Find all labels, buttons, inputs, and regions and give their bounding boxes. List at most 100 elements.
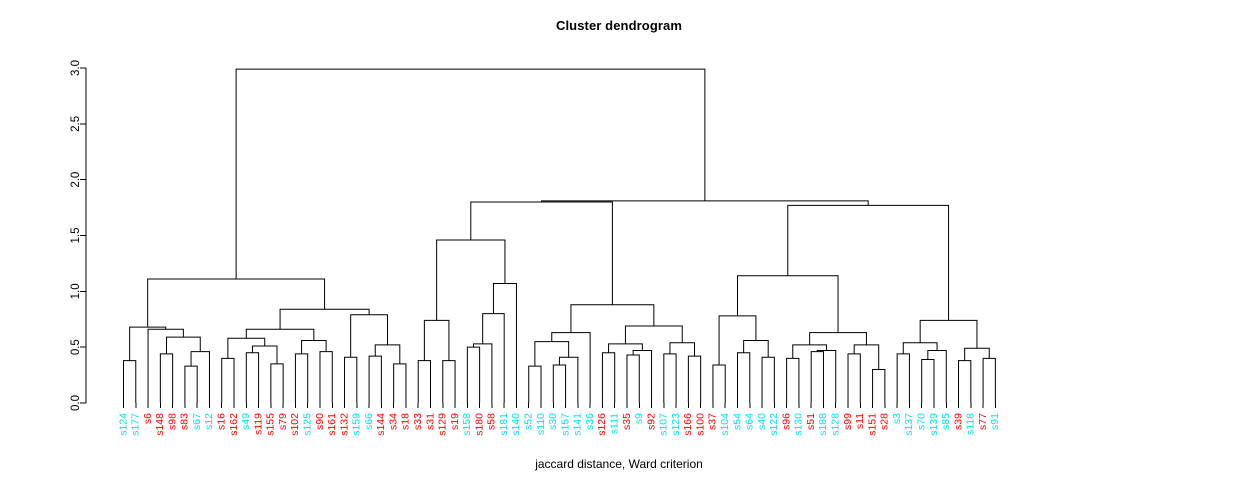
leaf-label: s70 — [915, 413, 927, 430]
dendrogram-branch — [816, 350, 837, 403]
dendrogram-branch — [534, 341, 570, 367]
dendrogram-branch — [558, 356, 579, 403]
dendrogram-branch — [251, 345, 278, 364]
leaf-label: s139 — [928, 413, 940, 436]
leaf-label: s35 — [621, 413, 633, 430]
leaf-label: s19 — [449, 413, 461, 430]
dendrogram-branch — [423, 319, 450, 361]
leaf-label: s177 — [130, 413, 142, 436]
leaf-label: s151 — [866, 413, 878, 436]
dendrogram-branch — [853, 344, 880, 370]
leaf-label: s90 — [314, 413, 326, 430]
leaf-label: s118 — [965, 413, 977, 435]
leaf-label: s148 — [154, 413, 166, 436]
dendrogram-branch — [810, 351, 824, 403]
dendrogram-branch — [442, 360, 456, 403]
leaf-label: s11 — [854, 413, 866, 429]
leaf-label: s58 — [486, 413, 498, 430]
leaf-label: s130 — [793, 413, 805, 436]
dendrogram-branch — [919, 319, 978, 349]
leaf-label: s100 — [694, 413, 706, 436]
leaf-label: s107 — [658, 413, 670, 436]
y-axis: 0.00.51.01.52.02.53.0 — [70, 60, 87, 411]
leaf-label: s3 — [891, 413, 903, 424]
leaf-label: s96 — [780, 413, 792, 430]
leaf-label: s66 — [363, 413, 375, 430]
dendrogram-branch — [921, 358, 935, 403]
dendrogram-branch — [626, 354, 640, 403]
leaf-label: s141 — [572, 413, 584, 436]
leaf-label: s16 — [216, 413, 228, 430]
dendrogram-branch — [601, 352, 616, 403]
leaf-label: s54 — [731, 413, 743, 430]
leaf-ticks — [123, 403, 996, 408]
dendrogram-branch — [663, 353, 677, 403]
dendrogram-branch — [570, 304, 655, 333]
leaf-label: s125 — [301, 413, 313, 436]
dendrogram-branch — [344, 356, 358, 403]
dendrogram-branch — [279, 308, 370, 330]
dendrogram-branch — [294, 353, 309, 403]
leaf-label: s98 — [166, 413, 178, 430]
dendrogram-branch — [551, 332, 591, 403]
dendrogram-branch — [245, 328, 315, 341]
leaf-label: s49 — [240, 413, 252, 430]
dendrogram-branch — [190, 351, 210, 403]
leaf-label: s40 — [756, 413, 768, 430]
y-tick-label: 1.5 — [70, 228, 82, 244]
dendrogram-branch — [982, 357, 996, 403]
leaf-label: s157 — [559, 413, 571, 436]
dendrogram-branch — [896, 353, 910, 403]
leaf-label: s18 — [400, 413, 412, 430]
y-tick-label: 0.5 — [70, 339, 82, 355]
dendrogram-branch — [872, 369, 886, 403]
leaf-label: s67 — [191, 413, 203, 430]
dendrogram-branch — [221, 357, 235, 403]
leaf-label: s34 — [387, 413, 399, 430]
leaf-label: s119 — [252, 413, 264, 435]
y-tick-label: 0.0 — [70, 395, 82, 411]
leaf-label: s83 — [179, 413, 191, 430]
leaf-label: s126 — [596, 413, 608, 436]
leaf-label: s155 — [265, 413, 277, 436]
dendrogram-branch — [761, 356, 775, 403]
leaf-label: s137 — [903, 413, 915, 436]
dendrogram-branch — [470, 201, 613, 305]
leaf-label: s110 — [535, 413, 547, 435]
y-tick-label: 3.0 — [70, 60, 82, 76]
leaf-label: s92 — [645, 413, 657, 430]
leaf-label: s91 — [989, 413, 1001, 430]
leaf-label: s39 — [952, 413, 964, 430]
dendrogram-branch — [147, 328, 184, 403]
leaf-label: s188 — [817, 413, 829, 436]
dendrogram-branch — [608, 343, 643, 353]
dendrogram-branch — [902, 342, 938, 354]
dendrogram-branch — [528, 365, 542, 403]
leaf-label: s12 — [203, 413, 215, 430]
leaf-label: s132 — [338, 413, 350, 436]
leaf-label: s31 — [424, 413, 436, 430]
leaf-label: s162 — [228, 413, 240, 436]
dendrogram-branch — [184, 365, 198, 403]
leaf-label: s30 — [547, 413, 559, 430]
leaf-label: s158 — [461, 413, 473, 436]
dendrogram-branch — [712, 364, 726, 403]
leaf-label: s140 — [510, 413, 522, 436]
dendrogram-branch — [270, 363, 284, 403]
dendrogram-branch — [624, 325, 683, 344]
leaf-label: s104 — [719, 413, 731, 436]
dendrogram-branch — [319, 351, 333, 403]
leaf-label: s161 — [326, 413, 338, 436]
y-tick-label: 1.0 — [70, 283, 82, 299]
dendrogram-branch — [786, 357, 800, 403]
dendrogram-branch — [235, 68, 706, 280]
dendrogram-branch — [809, 332, 867, 345]
leaf-label: s111 — [608, 413, 620, 434]
dendrogram-branch — [737, 275, 839, 333]
y-tick-label: 2.0 — [70, 172, 82, 188]
leaf-label: s37 — [707, 413, 719, 430]
dendrogram-branch — [472, 343, 493, 403]
dendrogram-branch — [743, 339, 769, 358]
